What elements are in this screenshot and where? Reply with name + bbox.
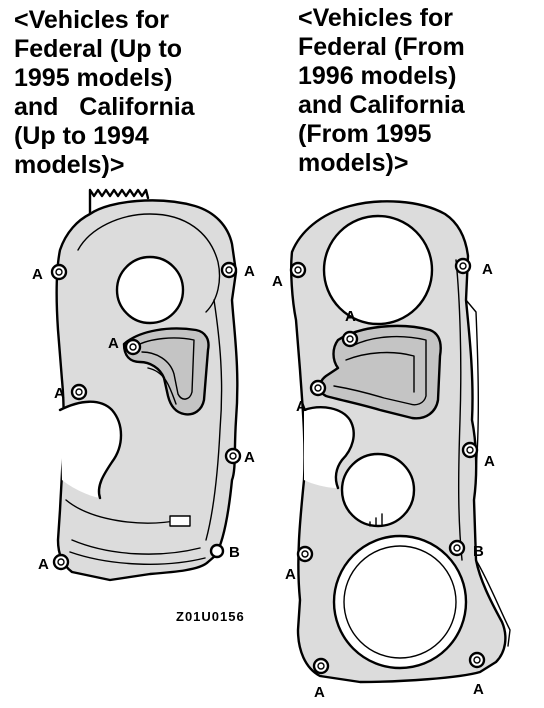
left-camshaft-pulley-boss [117,257,183,323]
left-bolt-bottom-right [209,543,225,559]
left-label-mid-right: A [244,449,255,466]
right-label-center: A [345,308,356,325]
right-label-bottom-right: A [473,681,484,698]
left-bolt-mid-right [224,447,242,465]
right-bolt-bottom-left [312,657,330,675]
left-label-mid-left: A [54,385,65,402]
right-center-boss [342,454,414,526]
left-label-center: A [108,335,119,352]
right-bolt-mid-right [461,441,479,459]
left-label-top-right: A [244,263,255,280]
left-bolt-top-left [50,263,68,281]
left-cover-serrated-tab [88,188,150,224]
right-bolt-bottom-right [468,651,486,669]
figure-code: Z01U0156 [176,609,245,624]
left-cover-crescent-cutout [60,401,121,498]
left-bolt-center [124,338,142,356]
left-bolt-bottom-left [52,553,70,571]
left-bolt-mid-left [70,383,88,401]
left-timing-cover: A A A A A A B [32,188,255,582]
right-label-top-right: A [482,261,493,278]
right-bolt-lower-right [448,539,466,557]
left-cover-gasket-channel [124,328,209,415]
left-label-top-left: A [32,266,43,283]
right-timing-cover: A A A A A B A A A [272,200,511,701]
right-bolt-mid-left [309,379,327,397]
right-cover-gasket-channel [320,325,441,419]
right-camshaft-pulley-opening [324,216,432,324]
right-bolt-top-left [289,261,307,279]
right-bolt-top-right [454,257,472,275]
right-crankshaft-opening [334,536,466,668]
left-label-bottom-left: A [38,556,49,573]
left-bolt-top-right [220,261,238,279]
right-label-top-left: A [272,273,283,290]
right-bolt-center [341,330,359,348]
right-view-heading: <Vehicles for Federal (From 1996 models)… [298,4,465,177]
right-cover-crescent-cutout [304,407,354,488]
right-bolt-lower-left [296,545,314,563]
left-label-bottom-right: B [229,544,240,561]
right-label-lower-right: B [473,543,484,560]
right-label-mid-left: A [296,398,307,415]
left-view-heading: <Vehicles for Federal (Up to 1995 models… [14,6,195,179]
right-label-mid-right: A [484,453,495,470]
left-cover-outline [56,200,238,581]
right-label-bottom-left: A [314,684,325,701]
right-label-lower-left: A [285,566,296,583]
